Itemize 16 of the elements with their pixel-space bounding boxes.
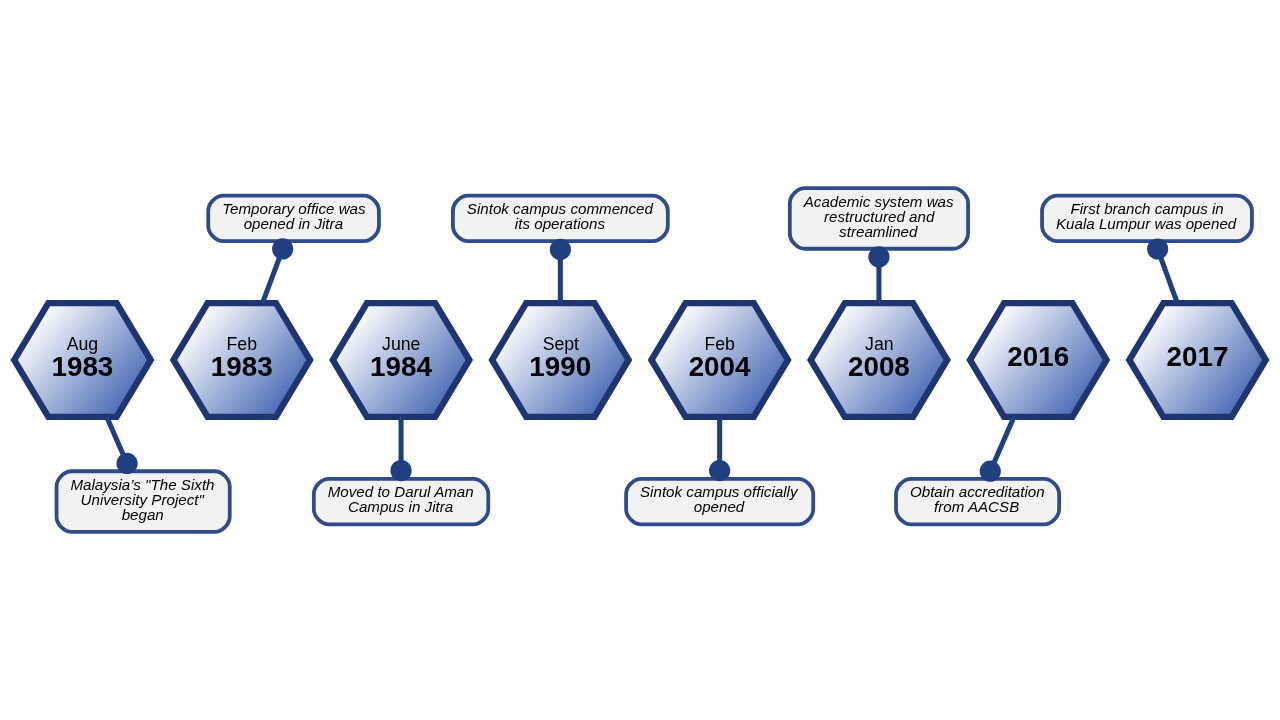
connector bbox=[1147, 238, 1180, 304]
node-box: Sintok campus commenced its operations bbox=[451, 193, 670, 244]
connector bbox=[868, 246, 890, 303]
node-box: Academic system was restructured and streamlined bbox=[787, 186, 970, 251]
connector bbox=[104, 416, 138, 475]
connector bbox=[709, 417, 731, 482]
node-box: Temporary office was opened in Jitra bbox=[206, 193, 381, 244]
connector bbox=[549, 238, 571, 303]
node-box: First branch campus in Kuala Lumpur was opened bbox=[1040, 193, 1254, 244]
node-box: Moved to Darul Aman Campus in Jitra bbox=[311, 476, 491, 527]
connector bbox=[390, 417, 412, 482]
node-box: Sintok campus officially opened bbox=[624, 476, 816, 527]
node-box: Obtain accreditation from AACSB bbox=[894, 476, 1061, 527]
connector bbox=[979, 416, 1017, 482]
connector bbox=[260, 238, 294, 304]
node-box: Malaysia’s "The Sixth University Project" began bbox=[54, 469, 232, 534]
